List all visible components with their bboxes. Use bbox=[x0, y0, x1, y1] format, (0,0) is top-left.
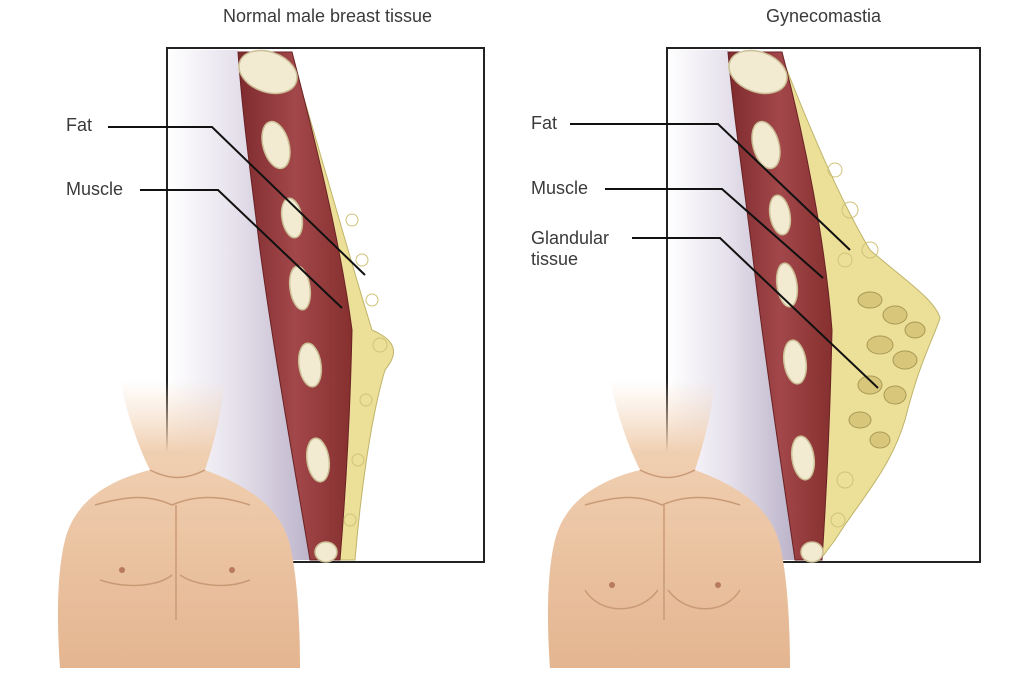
fat-lobules-normal bbox=[343, 213, 388, 527]
ribs-normal bbox=[238, 49, 338, 563]
nipple-right-gynecomastia bbox=[715, 582, 721, 588]
panel-normal bbox=[57, 47, 485, 668]
nipple-left-normal bbox=[119, 567, 125, 573]
label-muscle-normal: Muscle bbox=[66, 179, 124, 199]
nipple-left-gynecomastia bbox=[609, 582, 615, 588]
label-muscle-gynecomastia: Muscle bbox=[531, 178, 589, 198]
torso-normal bbox=[57, 380, 301, 668]
fat-lobules-gynecomastia bbox=[827, 162, 879, 528]
label-fat-gynecomastia: Fat bbox=[531, 113, 558, 133]
torso-gynecomastia-details bbox=[584, 469, 741, 620]
title-normal: Normal male breast tissue bbox=[222, 6, 433, 26]
torso-gynecomastia bbox=[547, 380, 790, 668]
label-fat-normal: Fat bbox=[66, 115, 93, 135]
torso-normal-details bbox=[94, 469, 251, 620]
ribs-gynecomastia bbox=[728, 49, 824, 563]
label-glandular-gynecomastia: Glandular tissue bbox=[531, 228, 609, 269]
label-glandular-line1: Glandular bbox=[531, 228, 610, 248]
label-glandular-line2: tissue bbox=[531, 248, 579, 269]
leader-lines-normal bbox=[108, 126, 366, 309]
nipple-right-normal bbox=[229, 567, 235, 573]
glandular-lobules bbox=[848, 291, 926, 449]
leader-lines-gynecomastia bbox=[570, 123, 879, 389]
title-gynecomastia: Gynecomastia bbox=[765, 6, 882, 26]
muscle-layer-gynecomastia bbox=[727, 51, 833, 561]
panel-gynecomastia bbox=[547, 47, 981, 668]
